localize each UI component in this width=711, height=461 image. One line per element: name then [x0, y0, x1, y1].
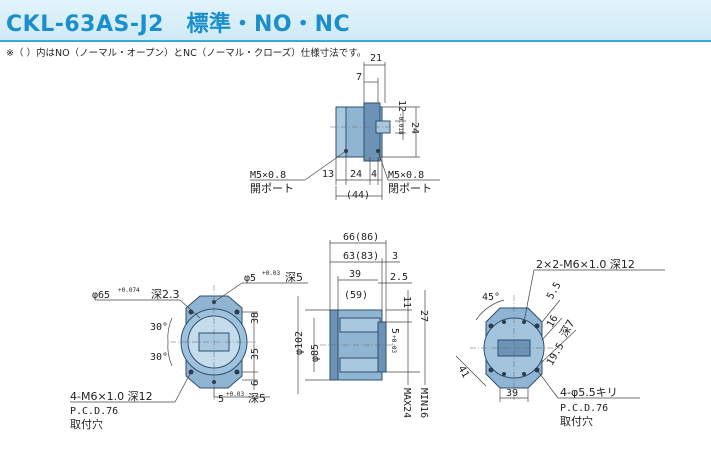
rear-mount-label: 取付穴: [560, 414, 593, 428]
rear-view: 2×2-M6×1.0 深12 45° 5.5 16 深7 19.5 41 39 …: [455, 258, 665, 428]
dim-19-5: 19.5: [545, 341, 567, 367]
angle-45: 45°: [482, 292, 500, 303]
dim-3: 3: [392, 251, 398, 262]
dim-27: 27: [418, 310, 429, 322]
mount-hole-4: [234, 369, 240, 375]
mount-hole-2: [234, 309, 240, 315]
dim-12: 12: [396, 100, 407, 112]
dim-5-bottom: 5: [218, 394, 224, 405]
rear-tap-3: [502, 372, 506, 376]
port-right-spec: M5×0.8: [388, 170, 424, 181]
title-bar: CKL-63AS-J2 標準・NO・NC: [0, 0, 711, 42]
max-stroke: MAX24: [401, 388, 412, 418]
dim-38: 38: [250, 312, 261, 324]
port-left-spec: M5×0.8: [250, 170, 286, 181]
dim-7: 7: [356, 72, 362, 83]
top-body-left: [335, 106, 347, 158]
depth-7: 深7: [557, 317, 577, 339]
dim-63: 63(83): [343, 251, 379, 262]
dia-65-depth: 深2.3: [151, 288, 180, 301]
dim-12-tol: -0.018: [397, 113, 404, 135]
angle-30-bottom: 30°: [150, 352, 168, 363]
dia-5: φ5: [244, 273, 256, 284]
dim-13: 13: [322, 169, 334, 180]
title-underline: [0, 40, 711, 42]
dim-6: 6: [250, 380, 261, 386]
dia-102: φ102: [294, 331, 305, 355]
dim-4: 4: [371, 169, 377, 180]
side-jaw-bottom: [339, 357, 381, 373]
side-view: 66(86) 63(83) 3 39 (59) 2.5 11 27 5 +0.0…: [294, 232, 429, 418]
mount-spec: 4-M6×1.0 深12: [70, 390, 153, 403]
rear-tap-4: [522, 372, 526, 376]
rear-hole-1: [488, 323, 494, 329]
rear-mount-spec: 2×2-M6×1.0 深12: [536, 258, 635, 271]
dim-35: 35: [250, 348, 261, 360]
dim-5-bottom-tol: +0.03: [226, 391, 244, 398]
dim-5: 5: [389, 328, 400, 334]
dim-24-right: 24: [409, 122, 420, 134]
dim-5-bottom-depth: 深5: [248, 392, 266, 405]
side-jaw-top: [339, 317, 381, 333]
dim-16: 16: [545, 314, 561, 330]
front-view: φ65 +0.074 深2.3 φ5 +0.03 深5 30° 30° 38 3…: [70, 270, 308, 431]
dia-65-tol: +0.074: [118, 287, 140, 294]
dim-59: (59): [344, 290, 368, 301]
rear-hole-2: [534, 323, 540, 329]
side-finger: [377, 321, 387, 373]
dia-5-tol: +0.03: [262, 270, 280, 277]
dim-39-rear: 39: [506, 388, 518, 399]
port-left-label: 開ポート: [250, 182, 294, 195]
min-stroke: MIN16: [418, 388, 429, 418]
dim-5-5: 5.5: [545, 280, 564, 301]
rear-hole-3: [488, 367, 494, 373]
dia-5-depth: 深5: [285, 271, 303, 284]
angle-30-top: 30°: [150, 322, 168, 333]
top-view: 21 7 12 -0.018 24 13 24 4 (44) M5×0.8 開ポ…: [250, 53, 440, 201]
dim-66: 66(86): [343, 232, 379, 243]
page-title: CKL-63AS-J2 標準・NO・NC: [6, 12, 351, 37]
dim-2-5: 2.5: [390, 272, 408, 283]
mount-pcd: P.C.D.76: [70, 406, 118, 417]
dim-21: 21: [370, 53, 382, 64]
mount-label: 取付穴: [70, 417, 103, 431]
dia-65: φ65: [92, 290, 110, 301]
dia-85: φ85: [310, 344, 321, 362]
port-right-label: 閉ポート: [388, 182, 432, 195]
dim-24-bottom: 24: [350, 169, 362, 180]
dim-39: 39: [349, 269, 361, 280]
rear-tap-1: [502, 320, 506, 324]
dim-44: (44): [346, 190, 370, 201]
spec-note: ※（ ）内はNO（ノーマル・オープン）とNC（ノーマル・クローズ）仕様寸法です。: [6, 48, 367, 59]
rear-pcd: P.C.D.76: [560, 403, 608, 414]
dim-5-tol: +0.03: [390, 335, 397, 353]
dim-11: 11: [401, 296, 412, 308]
dim-41: 41: [455, 364, 471, 380]
rear-holes: 4-φ5.5キリ: [560, 386, 618, 399]
